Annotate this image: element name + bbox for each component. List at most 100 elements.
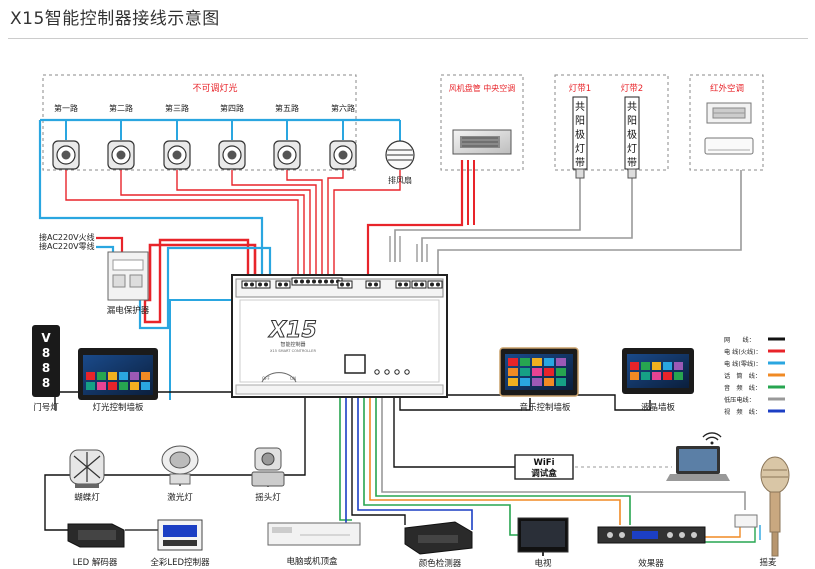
music-panel-wire: [399, 398, 531, 411]
live-input-label: 接AC220V火线: [39, 232, 95, 242]
video-wire-1: [345, 398, 352, 536]
strip-text: 共阳极灯带: [627, 101, 637, 169]
wifi-box-line1: WiFi: [533, 458, 554, 468]
ir-ac-wire: [437, 170, 742, 275]
panel-tile: [130, 382, 139, 390]
fan-coil-group-box: [440, 74, 524, 171]
panel-tile: [119, 382, 128, 390]
ground-wire-3: [351, 398, 406, 525]
wifi-signal-icon: [702, 432, 722, 445]
panel-tile: [108, 372, 117, 380]
color-detector-label: 颜色检测器: [419, 558, 462, 569]
panel-tile: [663, 372, 672, 380]
panel-tile: [544, 378, 554, 386]
strip1-wire: [394, 178, 581, 262]
legend-label: 音 频 线：: [724, 384, 761, 392]
exhaust-fan-icon: [385, 140, 415, 170]
controller-led-2: [384, 369, 390, 375]
laser-light-icon: [161, 445, 199, 485]
tv-label: 电视: [534, 558, 552, 569]
wifi-wire: [393, 398, 515, 468]
ch1-live-wire: [65, 170, 299, 275]
microphone-icon: [760, 456, 790, 557]
neutral-input-label: 接AC220V零线: [39, 241, 95, 251]
controller-terminal: [365, 280, 381, 289]
channel-label: 第六路: [331, 103, 355, 113]
audio-wire-1: [339, 398, 352, 521]
panel-tile: [119, 372, 128, 380]
controller-led-4: [404, 369, 410, 375]
strip1-label: 灯带1: [569, 83, 591, 94]
panel-tile: [674, 372, 683, 380]
door-sign-icon: [32, 325, 60, 397]
moving-head-icon: [251, 447, 285, 487]
channel-label: 第四路: [220, 103, 244, 113]
panel-tile: [108, 382, 117, 390]
ch3-live-wire: [176, 170, 311, 275]
panel-tile: [652, 362, 661, 370]
door-sign-label: 门号灯: [33, 402, 59, 413]
legend-label: 网 线：: [724, 336, 755, 344]
moving-head-label: 摇头灯: [255, 492, 281, 503]
panel-tile: [508, 368, 518, 376]
light-strip-group-box: [554, 74, 669, 171]
rgb-controller-label: 全彩LED控制器: [150, 557, 210, 568]
non-dimmable-group-box: [42, 74, 357, 171]
controller-terminal: [241, 280, 257, 289]
fancoil-wire-1: [366, 160, 464, 275]
rgb-controller-icon: [157, 519, 203, 551]
breaker-icon: [107, 251, 149, 301]
neutral-bus-wire: [38, 120, 264, 275]
light-panel-label: 灯光控制墙板: [92, 402, 144, 413]
legend-label: 视 频 线：: [724, 408, 761, 416]
non-dimmable-group-label: 不可调灯光: [192, 82, 237, 94]
controller-terminal: [411, 280, 427, 289]
controller-terminal: [275, 280, 291, 289]
panel-tile: [556, 378, 566, 386]
panel-tile: [532, 368, 542, 376]
downlight-icon: [329, 140, 357, 170]
color-detector-icon: [404, 521, 473, 555]
fan-live-wire: [333, 170, 401, 275]
downlight-icon: [52, 140, 80, 170]
panel-tile: [532, 378, 542, 386]
controller-display: [344, 354, 366, 374]
downlight-icon: [273, 140, 301, 170]
lowv-wire: [381, 398, 746, 510]
live-input-wire: [96, 236, 124, 252]
panel-tile: [520, 368, 530, 376]
controller-logo: X15: [267, 318, 317, 343]
panel-tile: [97, 382, 106, 390]
butterfly-label: 蝴蝶灯: [74, 492, 100, 503]
panel-tile: [97, 372, 106, 380]
lamp-bus-wire: [44, 398, 306, 531]
video-wire-2: [357, 398, 473, 530]
panel-tile: [544, 358, 554, 366]
controller-subtitle-en: X15 SMART CONTROLLER: [270, 349, 316, 353]
audio-wire-2: [363, 398, 520, 536]
mic-label: 摇麦: [759, 557, 777, 568]
panel-tile: [630, 372, 639, 380]
controller-led-1: [374, 369, 380, 375]
led-decoder-label: LED 解码器: [73, 557, 118, 568]
laser-label: 激光灯: [167, 492, 193, 503]
lcd-panel-label: 液晶墙板: [641, 402, 676, 413]
strip-text: 共阳极灯带: [575, 101, 585, 169]
mic-wire-2: [705, 525, 756, 543]
wifi-box-line2: 调试盒: [531, 468, 557, 479]
panel-tile: [556, 368, 566, 376]
downlight-icon: [107, 140, 135, 170]
legend-label: 电 线(零线)：: [724, 360, 762, 368]
panel-tile: [641, 362, 650, 370]
channel-label: 第五路: [275, 103, 299, 113]
panel-tile: [556, 358, 566, 366]
legend-label: 低压电线：: [724, 396, 755, 404]
panel-tile: [641, 372, 650, 380]
controller-terminal: [337, 280, 353, 289]
mic-wire-1: [705, 525, 741, 538]
effects-label: 效果器: [638, 558, 664, 569]
downlight-icon: [218, 140, 246, 170]
pc-stb-label: 电脑或机顶盒: [286, 556, 338, 567]
controller-terminal: [255, 280, 271, 289]
